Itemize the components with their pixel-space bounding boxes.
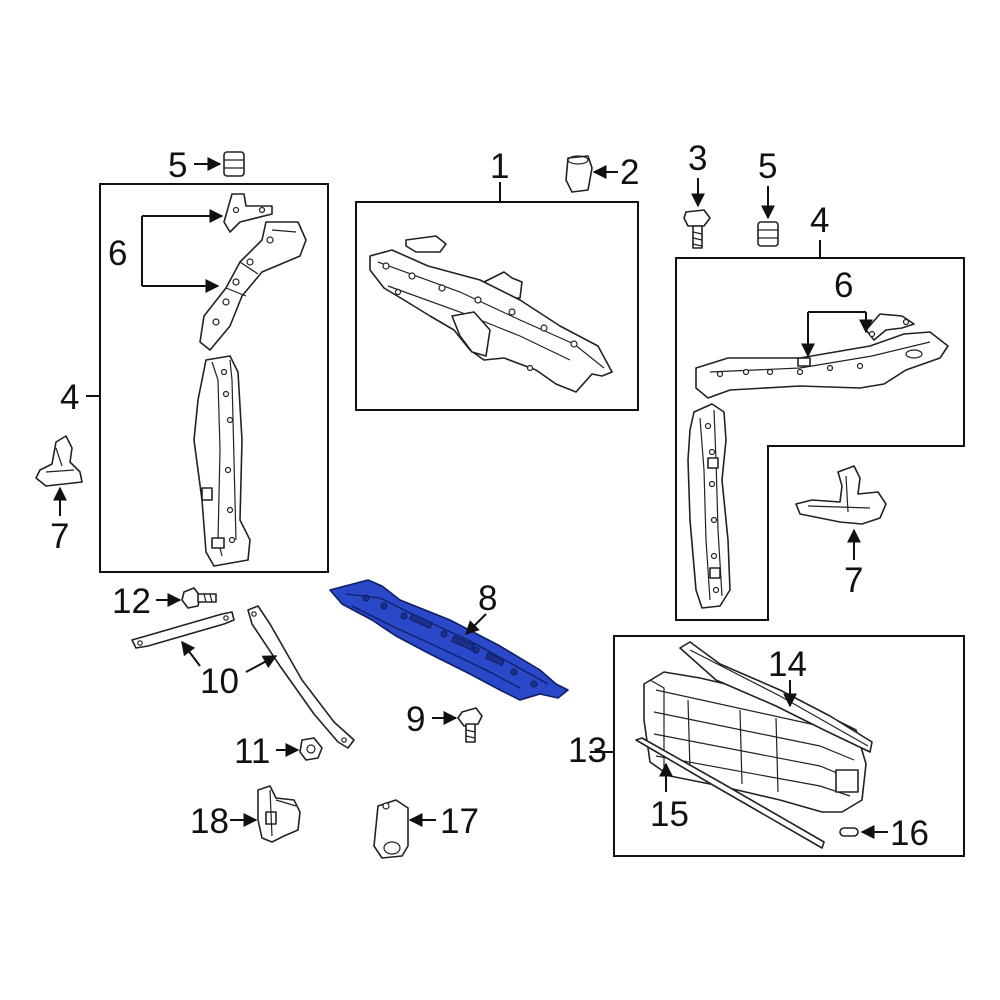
bolt-rod-part[interactable] xyxy=(181,587,217,609)
lower-tie-bar-part[interactable] xyxy=(329,579,569,701)
callout-brace-right: 6 xyxy=(834,266,853,305)
hood-cushion-part[interactable] xyxy=(565,155,593,193)
callout-clip: 16 xyxy=(890,814,929,853)
callout-bracket-right: 7 xyxy=(844,561,863,600)
callout-bracket-small: 18 xyxy=(190,802,229,841)
callout-side-support-right: 4 xyxy=(810,201,829,240)
seal-lower-part[interactable] xyxy=(635,737,825,849)
left-side-support-box xyxy=(99,183,329,573)
bracket-small-part[interactable] xyxy=(257,785,301,843)
upper-support-part[interactable] xyxy=(369,235,613,393)
callout-seal-lower: 15 xyxy=(650,795,689,834)
seal-upper-part[interactable] xyxy=(679,641,873,753)
nut-part[interactable] xyxy=(299,737,323,761)
callout-actuator: 17 xyxy=(440,802,479,841)
brace-left-part[interactable] xyxy=(199,193,307,351)
callout-lower-tie-bar: 8 xyxy=(478,579,497,618)
callout-bolt-upper: 3 xyxy=(688,139,707,178)
callout-brace-left: 6 xyxy=(108,234,127,273)
brace-right-part[interactable] xyxy=(695,313,949,399)
callout-side-support-left: 4 xyxy=(60,378,79,417)
callout-upper-support: 1 xyxy=(490,147,509,186)
callout-bolt-lower: 9 xyxy=(406,700,425,739)
callout-nut: 11 xyxy=(234,732,270,771)
actuator-part[interactable] xyxy=(373,799,409,859)
bracket-right-part[interactable] xyxy=(795,465,887,525)
bolt-lower-part[interactable] xyxy=(457,707,483,743)
callout-shutter-assembly: 13 xyxy=(568,731,607,770)
callout-seal-upper: 14 xyxy=(768,645,807,684)
clip-part[interactable] xyxy=(839,827,859,837)
bracket-left-part[interactable] xyxy=(35,435,83,487)
callout-bolt-rod: 12 xyxy=(112,582,151,621)
callout-rod: 10 xyxy=(200,662,239,701)
rod-part[interactable] xyxy=(131,605,355,749)
side-support-left-part[interactable] xyxy=(193,355,251,567)
shutter-assembly-box xyxy=(613,635,965,857)
callout-stopper-left: 5 xyxy=(168,146,187,185)
side-support-right-part[interactable] xyxy=(687,403,731,609)
right-side-support-box xyxy=(675,257,965,621)
callout-hood-cushion: 2 xyxy=(620,153,639,192)
upper-support-box xyxy=(355,201,639,411)
stopper-right-part[interactable] xyxy=(757,221,779,247)
bolt-upper-part[interactable] xyxy=(683,209,711,249)
callout-stopper-right: 5 xyxy=(758,147,777,186)
callout-bracket-left: 7 xyxy=(50,517,69,556)
stopper-left-part[interactable] xyxy=(223,151,245,177)
